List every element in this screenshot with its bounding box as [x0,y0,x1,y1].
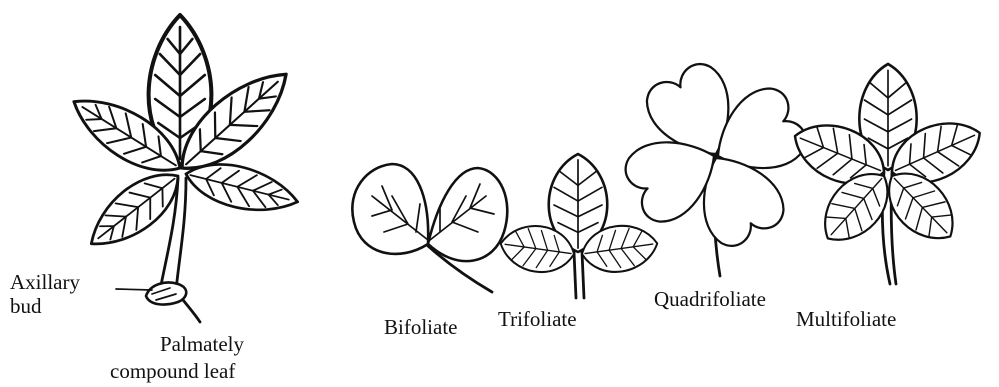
quadrifoliate-label: Quadrifoliate [654,287,766,311]
palmate-label-line1: Palmately [160,332,244,356]
axillary-label-line2: bud [10,294,42,318]
trifoliate-label: Trifoliate [498,307,577,331]
axillary-bud-pointer [116,289,152,290]
palmate-label-line2: compound leaf [110,359,235,383]
multifoliate-leaf [785,64,990,284]
multifoliate-label: Multifoliate [796,307,896,331]
trifoliate-petiole [574,252,584,298]
palmate-compound-leaf [62,15,302,322]
bifoliate-leaflet-left [352,164,428,254]
bifoliate-label: Bifoliate [384,315,457,339]
bifoliate-leaf [352,164,507,292]
axillary-label-line1: Axillary [10,270,80,294]
